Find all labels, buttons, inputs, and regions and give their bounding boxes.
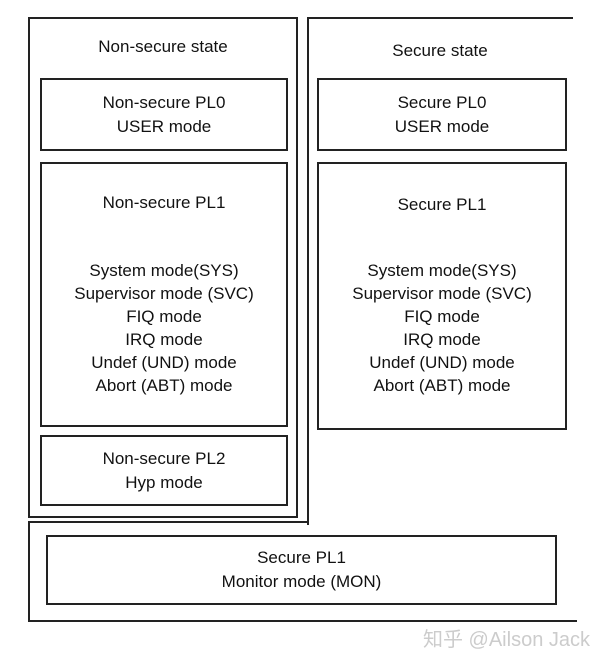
- non-secure-pl2-mode: Hyp mode: [125, 472, 203, 492]
- secure-state-title: Secure state: [392, 41, 488, 60]
- secure-monitor-box: Secure PL1 Monitor mode (MON): [46, 535, 557, 605]
- secure-pl1-modes: System mode(SYS) Supervisor mode (SVC) F…: [319, 259, 565, 397]
- secure-pl0-box: Secure PL0 USER mode: [317, 78, 567, 151]
- secure-pl0-mode: USER mode: [394, 116, 490, 136]
- mode-item: IRQ mode: [403, 330, 481, 349]
- secure-region-bottom-border: [28, 620, 577, 622]
- mode-item: Supervisor mode (SVC): [74, 284, 254, 303]
- secure-region-step-border: [28, 521, 309, 523]
- non-secure-state-title: Non-secure state: [98, 37, 228, 56]
- non-secure-pl1-modes: System mode(SYS) Supervisor mode (SVC) F…: [42, 259, 286, 397]
- watermark-text: 知乎 @Ailson Jack: [422, 629, 590, 651]
- secure-pl1-box: Secure PL1 System mode(SYS) Supervisor m…: [317, 162, 567, 430]
- secure-pl0-label: Secure PL0: [397, 92, 487, 112]
- mode-item: Abort (ABT) mode: [373, 376, 511, 395]
- secure-region-left-border: [307, 17, 309, 525]
- mode-item: Undef (UND) mode: [91, 353, 237, 372]
- non-secure-pl1-title: Non-secure PL1: [102, 193, 226, 212]
- mode-item: FIQ mode: [404, 307, 480, 326]
- non-secure-pl2-label: Non-secure PL2: [102, 448, 226, 468]
- non-secure-pl0-box: Non-secure PL0 USER mode: [40, 78, 288, 151]
- mode-item: Abort (ABT) mode: [95, 376, 233, 395]
- secure-region-top-border: [307, 17, 573, 19]
- non-secure-pl0-mode: USER mode: [116, 116, 212, 136]
- mode-item: FIQ mode: [126, 307, 202, 326]
- non-secure-pl0-label: Non-secure PL0: [102, 92, 226, 112]
- mode-item: Supervisor mode (SVC): [352, 284, 532, 303]
- secure-monitor-mode: Monitor mode (MON): [221, 572, 382, 591]
- mode-item: IRQ mode: [125, 330, 203, 349]
- non-secure-pl1-box: Non-secure PL1 System mode(SYS) Supervis…: [40, 162, 288, 427]
- secure-monitor-label: Secure PL1: [257, 548, 346, 567]
- mode-item: System mode(SYS): [89, 261, 239, 280]
- mode-item: System mode(SYS): [367, 261, 517, 280]
- non-secure-pl2-box: Non-secure PL2 Hyp mode: [40, 435, 288, 506]
- secure-pl1-title: Secure PL1: [397, 195, 487, 214]
- secure-region-bottom-left-border: [28, 521, 30, 622]
- mode-item: Undef (UND) mode: [369, 353, 515, 372]
